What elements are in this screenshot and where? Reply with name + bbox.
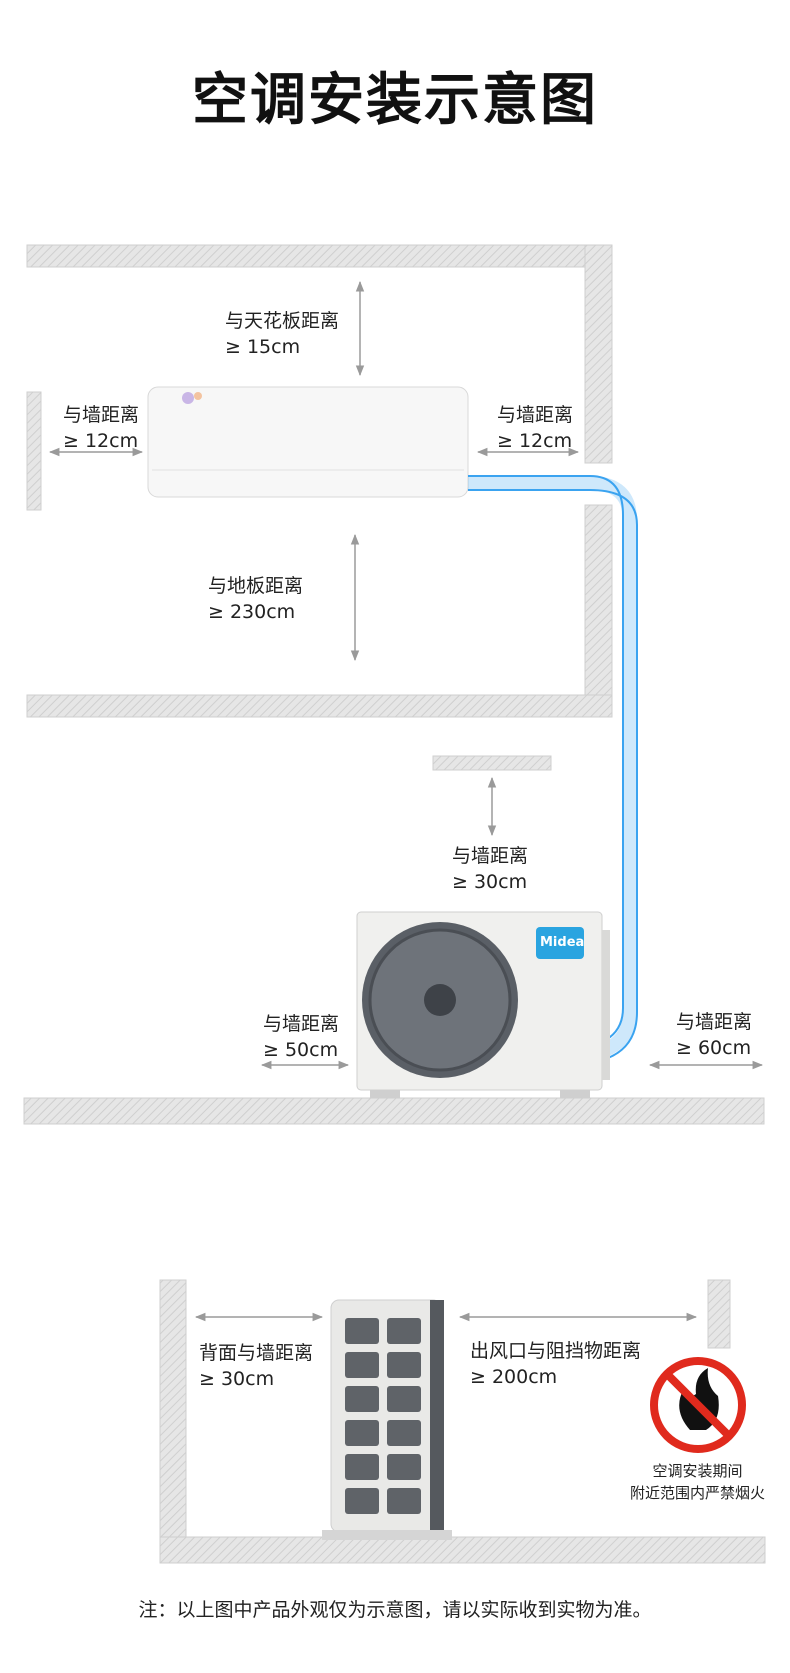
grill-slot — [345, 1318, 379, 1344]
obstacle-wall — [707, 1279, 731, 1349]
left-wall-stub — [26, 391, 42, 511]
grill-slot — [345, 1352, 379, 1378]
side-ground — [159, 1536, 766, 1564]
warning-text: 空调安装期间 附近范围内严禁烟火 — [629, 1462, 765, 1502]
grill-slot — [345, 1454, 379, 1480]
outdoor-left-distance-label: 与墙距离 ≥ 50cm — [263, 1013, 340, 1061]
page-title: 空调安装示意图 — [192, 68, 598, 133]
no-fire-icon — [650, 1357, 746, 1453]
left-wall-distance-label: 与墙距离 ≥ 12cm — [63, 404, 140, 452]
refrigerant-pipe — [468, 475, 638, 1059]
grill-slot — [387, 1488, 421, 1514]
outdoor-right-distance-label: 与墙距离 ≥ 60cm — [676, 1011, 753, 1059]
back-wall-distance-label: 背面与墙距离 ≥ 30cm — [199, 1342, 314, 1390]
ceiling-wall — [26, 244, 613, 268]
grill-slot — [387, 1386, 421, 1412]
floor-distance-label: 与地板距离 ≥ 230cm — [208, 575, 304, 623]
grill-slot — [345, 1420, 379, 1446]
ceiling-distance-label: 与天花板距离 ≥ 15cm — [225, 310, 340, 358]
indoor-arrows — [48, 280, 580, 662]
outlet-distance-label: 出风口与阻挡物距离 ≥ 200cm — [470, 1340, 642, 1388]
right-wall-upper — [584, 244, 613, 464]
outdoor-top-distance-label: 与墙距离 ≥ 30cm — [452, 845, 529, 893]
grill-slot — [387, 1454, 421, 1480]
grill-slot — [387, 1352, 421, 1378]
room-walls — [26, 244, 613, 718]
brand-logo: Midea — [540, 935, 585, 950]
right-wall-distance-label: 与墙距离 ≥ 12cm — [497, 404, 574, 452]
outdoor-ground — [23, 1097, 765, 1125]
back-wall — [159, 1279, 187, 1564]
indoor-unit — [147, 386, 469, 498]
right-wall-lower — [584, 504, 613, 716]
floor-wall — [26, 694, 613, 718]
grill-slot — [345, 1488, 379, 1514]
outdoor-top-wall — [432, 755, 552, 771]
disclaimer-note: 注：以上图中产品外观仅为示意图，请以实际收到实物为准。 — [138, 1599, 652, 1621]
grill-slot — [387, 1318, 421, 1344]
outdoor-unit — [356, 911, 610, 1098]
grill-slot — [387, 1420, 421, 1446]
grill-slot — [345, 1386, 379, 1412]
